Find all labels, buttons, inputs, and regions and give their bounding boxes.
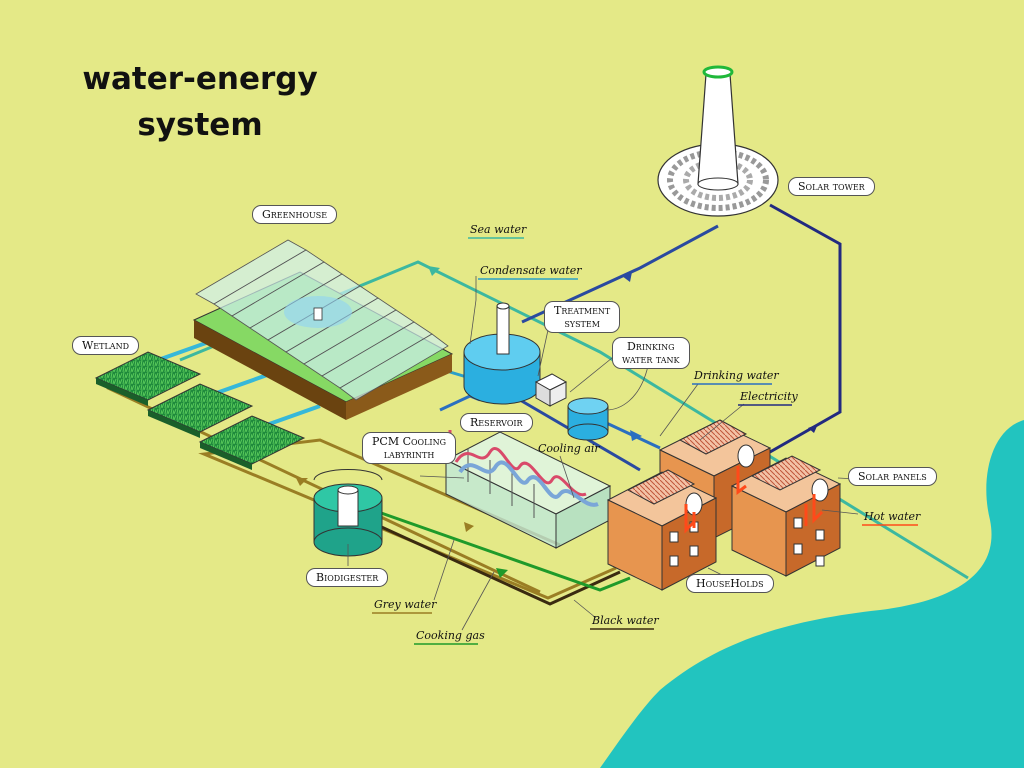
wetland-drawing bbox=[94, 351, 306, 470]
sea-area bbox=[600, 420, 1024, 768]
solar-tower-drawing bbox=[657, 65, 779, 217]
sea-water-arrow bbox=[428, 266, 440, 276]
treatment-label-line-2: system bbox=[564, 317, 600, 330]
condensate-water-label: Condensate water bbox=[480, 264, 582, 277]
reservoir-label: Reservoir bbox=[460, 413, 533, 432]
pcm-label-line-1: PCM Cooling bbox=[372, 435, 446, 448]
black-water-label: Black water bbox=[592, 614, 659, 627]
solar-panels-label: Solar panels bbox=[848, 467, 937, 486]
house-front-drawing bbox=[606, 469, 718, 591]
greenhouse-drawing bbox=[192, 239, 454, 420]
drinking-tank-label: Drinking water tank bbox=[612, 337, 690, 369]
biodigester-label: Biodigester bbox=[306, 568, 389, 587]
drinking-tank-label-line-2: water tank bbox=[622, 353, 680, 366]
drinking-water-line bbox=[599, 418, 661, 450]
title-line-2: system bbox=[137, 107, 263, 143]
grey-water-line bbox=[198, 438, 617, 600]
drinking-water-label: Drinking water bbox=[694, 369, 779, 382]
households-label: HouseHolds bbox=[686, 574, 774, 593]
drinking-tank-label-line-1: Drinking bbox=[626, 340, 675, 353]
drinking-tank-drawing bbox=[567, 397, 609, 441]
electricity-line-2 bbox=[769, 203, 842, 454]
pcm-label-line-2: labyrinth bbox=[383, 448, 435, 461]
greenhouse-label: Greenhouse bbox=[252, 205, 338, 224]
black-water-line bbox=[317, 496, 621, 606]
solar-tower-label: Solar tower bbox=[788, 177, 875, 196]
house-right-drawing bbox=[730, 455, 842, 577]
sea-water-label: Sea water bbox=[470, 223, 527, 236]
treatment-system-label: Treatment system bbox=[544, 301, 621, 333]
cooling-air-label: Cooling air bbox=[538, 442, 600, 455]
biodigester-drawing bbox=[313, 469, 383, 557]
grey-water-label: Grey water bbox=[374, 598, 437, 611]
diagram-title: water-energy system bbox=[60, 56, 340, 148]
treatment-box-drawing bbox=[534, 373, 568, 407]
pcm-labyrinth-drawing bbox=[444, 430, 612, 549]
hot-water-pipes bbox=[684, 466, 824, 534]
hot-water-label: Hot water bbox=[864, 510, 921, 523]
title-line-1: water-energy bbox=[82, 61, 318, 97]
pcm-labyrinth-label: PCM Cooling labyrinth bbox=[362, 432, 456, 464]
reservoir-drawing bbox=[463, 302, 541, 405]
electricity-label: Electricity bbox=[740, 390, 798, 403]
wetland-label: Wetland bbox=[72, 336, 139, 355]
treatment-label-line-1: Treatment bbox=[554, 304, 611, 317]
cooking-gas-label: Cooking gas bbox=[416, 629, 485, 642]
